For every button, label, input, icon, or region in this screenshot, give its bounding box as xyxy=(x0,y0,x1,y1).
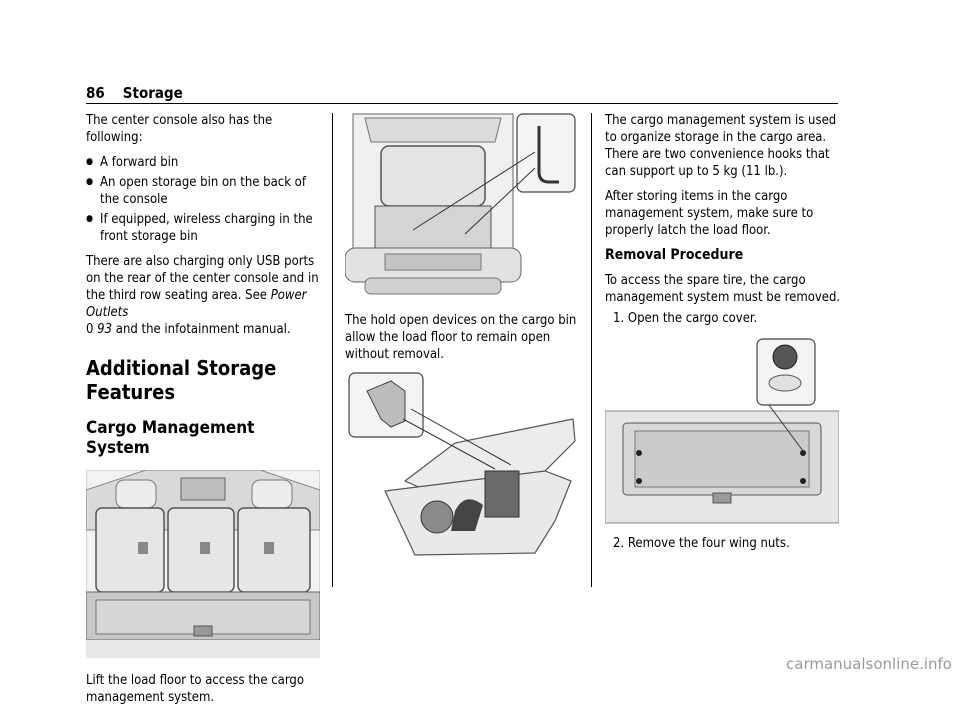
console-intro: The center console also has the followin… xyxy=(86,113,273,145)
page-ref-icon: 0 xyxy=(86,322,94,337)
column-3: The cargo management system is used to o… xyxy=(605,112,841,552)
step-item: 1. Open the cargo cover. xyxy=(613,311,758,326)
watermark: carmanualsonline.info xyxy=(786,655,952,673)
column-1: The center console also has the followin… xyxy=(86,112,322,714)
cargo-floor-wingnut-figure xyxy=(605,335,839,525)
cargo-bin-figure xyxy=(345,371,577,561)
heading-additional-storage: Additional Storage Features xyxy=(86,356,277,404)
page-number: 86 xyxy=(86,84,105,102)
page-ref-number[interactable]: 93 xyxy=(97,322,113,337)
power-outlets-link[interactable]: Power Outlets xyxy=(86,288,307,320)
usb-paragraph: There are also charging only USB ports o… xyxy=(86,254,319,337)
cargo-paragraph-1: The cargo management system is used to o… xyxy=(605,113,837,179)
removal-steps: 1. Open the cargo cover. xyxy=(605,310,841,327)
bullet-item: An open storage bin on the back of the c… xyxy=(86,174,322,208)
figure-caption: Lift the load floor to access the cargo … xyxy=(86,673,304,705)
cargo-paragraph-2: After storing items in the cargo managem… xyxy=(605,189,814,238)
bullet-item: A forward bin xyxy=(86,154,322,171)
column-divider-1 xyxy=(332,113,333,587)
step-item: 2. Remove the four wing nuts. xyxy=(613,536,790,551)
removal-intro: To access the spare tire, the cargo mana… xyxy=(605,273,841,305)
page-header: 86 Storage xyxy=(86,84,183,102)
console-bullet-list: A forward bin An open storage bin on the… xyxy=(86,154,322,245)
rear-liftgate-figure xyxy=(345,112,577,300)
column-divider-2 xyxy=(591,113,592,587)
removal-steps-continued: 2. Remove the four wing nuts. xyxy=(605,535,841,552)
cargo-area-seats-figure xyxy=(86,470,320,658)
figure-caption: The hold open devices on the cargo bin a… xyxy=(345,313,577,362)
bullet-item: If equipped, wireless charging in the fr… xyxy=(86,211,322,245)
section-title: Storage xyxy=(122,84,183,102)
column-2: The hold open devices on the cargo bin a… xyxy=(345,112,581,561)
heading-removal-procedure: Removal Procedure xyxy=(605,247,744,263)
header-rule xyxy=(86,103,838,104)
heading-cargo-management: Cargo Management System xyxy=(86,418,255,458)
